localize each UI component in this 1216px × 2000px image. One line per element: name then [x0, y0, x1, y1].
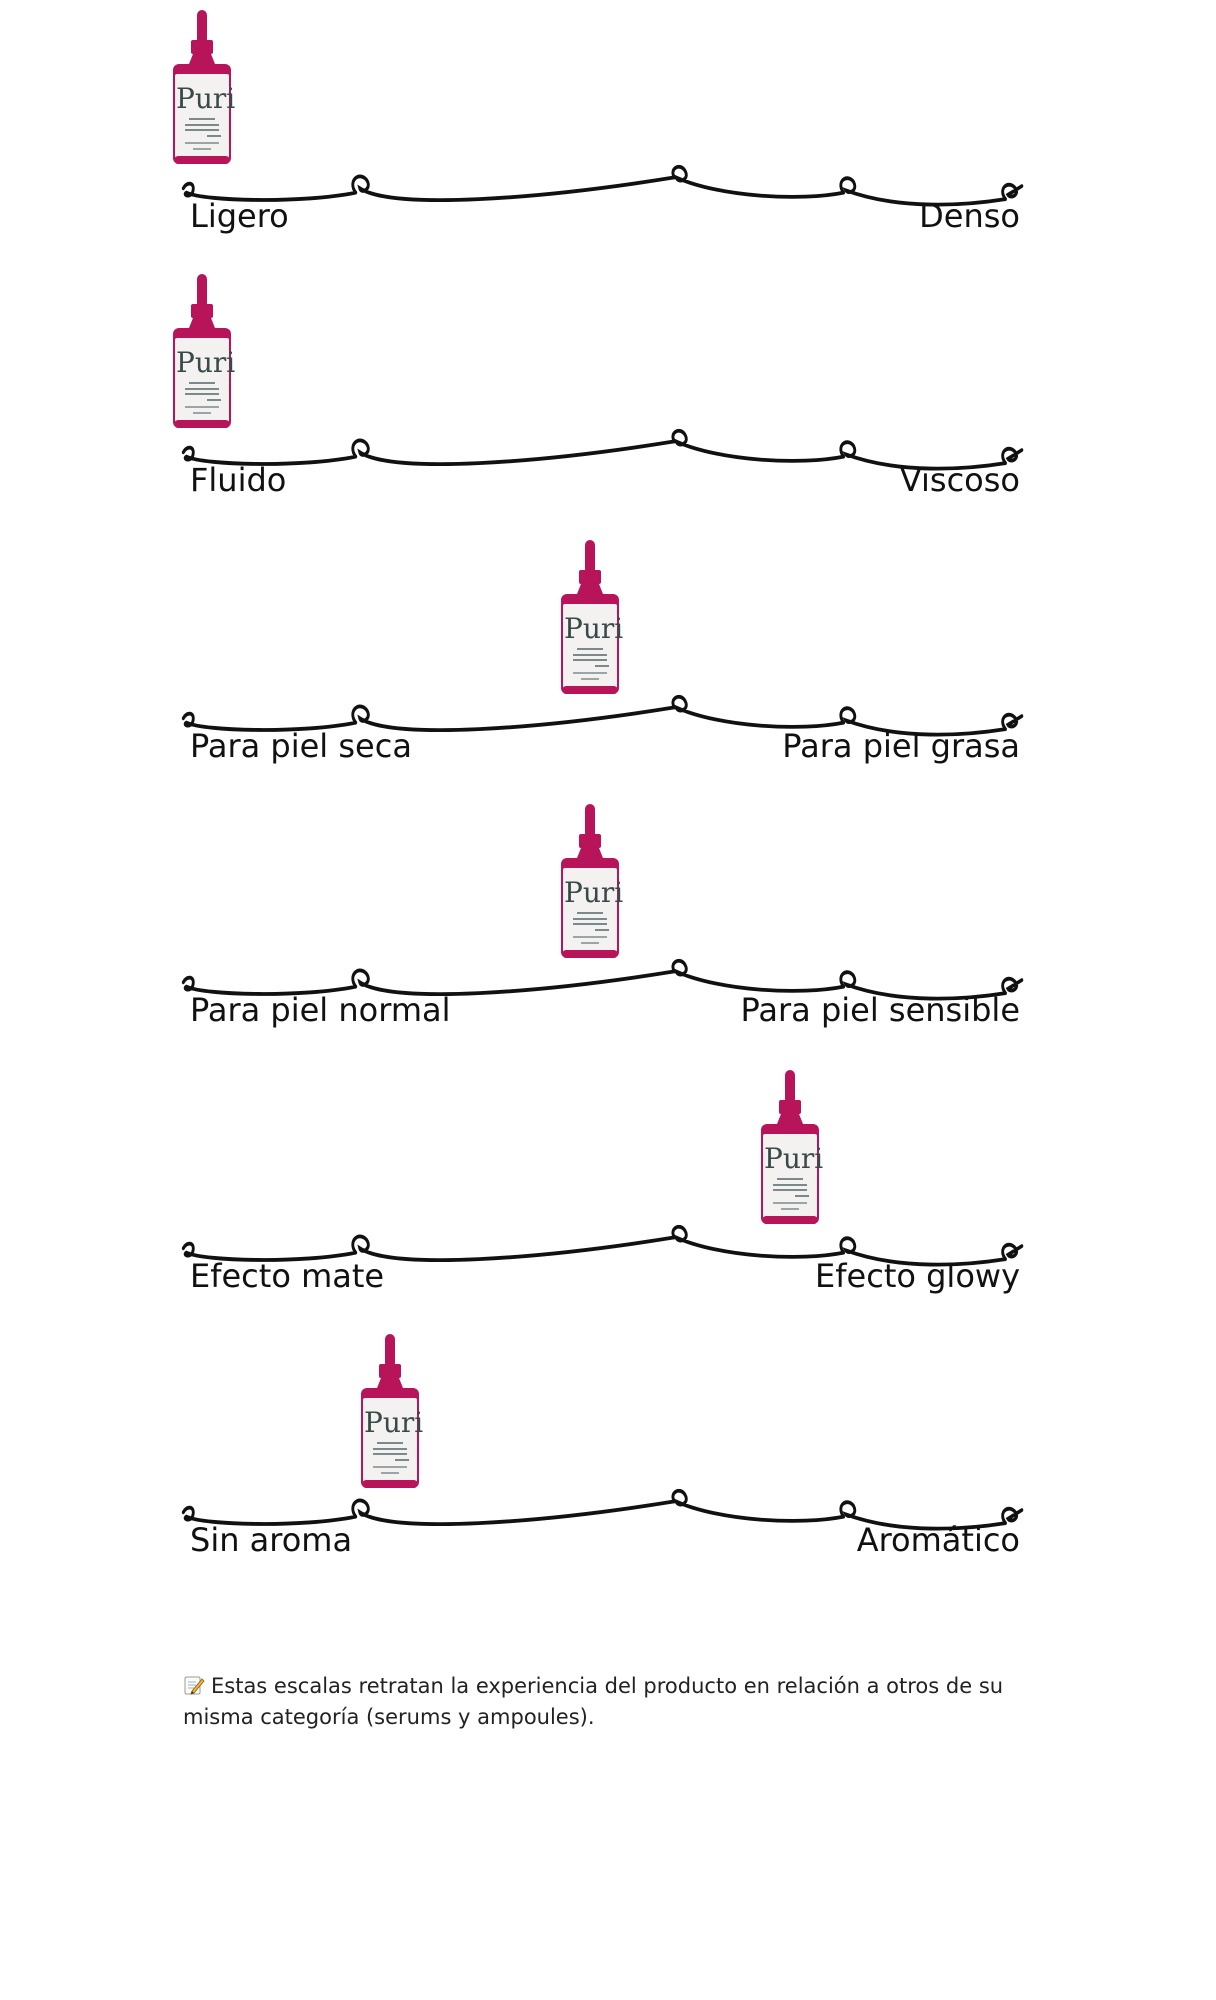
svg-text:Puri: Puri [176, 82, 235, 115]
serum-bottle-icon: Puri [173, 274, 235, 428]
svg-text:Puri: Puri [564, 876, 623, 909]
scale-left-label: Sin aroma [190, 1521, 353, 1559]
serum-bottle-icon: Puri [561, 540, 623, 694]
scale-row: Puri Efecto mate Efecto glowy [180, 1060, 1030, 1320]
serum-bottle-icon: Puri [173, 10, 235, 164]
scale-left-label: Efecto mate [190, 1257, 385, 1295]
scale-curve [181, 958, 1024, 1001]
product-bottle-marker: Puri [167, 10, 237, 170]
wavy-scale-line [181, 1224, 1024, 1267]
scale-right-label: Denso [919, 197, 1020, 235]
svg-text:Puri: Puri [564, 612, 623, 645]
product-bottle-marker: Puri [355, 1334, 425, 1494]
wavy-scale-line [181, 958, 1024, 1001]
serum-bottle-icon: Puri [361, 1334, 423, 1488]
product-bottle-marker: Puri [555, 540, 625, 700]
svg-text:Puri: Puri [764, 1142, 823, 1175]
wavy-scale-line [181, 428, 1024, 471]
scale-row: Puri Para piel seca Para piel grasa [180, 530, 1030, 790]
wavy-scale-line [181, 164, 1024, 207]
scale-right-label: Efecto glowy [815, 1257, 1020, 1295]
product-bottle-marker: Puri [555, 804, 625, 964]
scale-right-label: Viscoso [899, 461, 1020, 499]
scale-row: Puri Para piel normal Para piel sensible [180, 794, 1030, 1054]
scale-right-label: Para piel grasa [782, 727, 1020, 765]
serum-bottle-icon: Puri [561, 804, 623, 958]
memo-pencil-icon [184, 1676, 205, 1695]
scale-left-label: Para piel normal [190, 991, 451, 1029]
scale-right-label: Aromático [856, 1521, 1020, 1559]
scale-curve [181, 1224, 1024, 1267]
svg-text:Puri: Puri [176, 346, 235, 379]
scale-curve [181, 1488, 1024, 1531]
scale-row: Puri Sin aroma Aromático [180, 1324, 1030, 1584]
scale-left-label: Para piel seca [190, 727, 412, 765]
scale-left-label: Fluido [190, 461, 287, 499]
scale-curve [181, 428, 1024, 471]
scale-curve [181, 164, 1024, 207]
footnote-text: Estas escalas retratan la experiencia de… [183, 1674, 1004, 1729]
wavy-scale-line [181, 1488, 1024, 1531]
scales-footnote: Estas escalas retratan la experiencia de… [183, 1671, 1043, 1733]
scale-row: Puri Ligero Denso [173, 0, 1030, 260]
serum-bottle-icon: Puri [761, 1070, 823, 1224]
product-bottle-marker: Puri [167, 274, 237, 434]
scale-right-label: Para piel sensible [740, 991, 1020, 1029]
scale-row: Puri Fluido Viscoso [173, 264, 1030, 524]
svg-text:Puri: Puri [364, 1406, 423, 1439]
wavy-scale-line [181, 694, 1024, 737]
product-bottle-marker: Puri [755, 1070, 825, 1230]
scale-curve [181, 694, 1024, 737]
scale-left-label: Ligero [190, 197, 289, 235]
